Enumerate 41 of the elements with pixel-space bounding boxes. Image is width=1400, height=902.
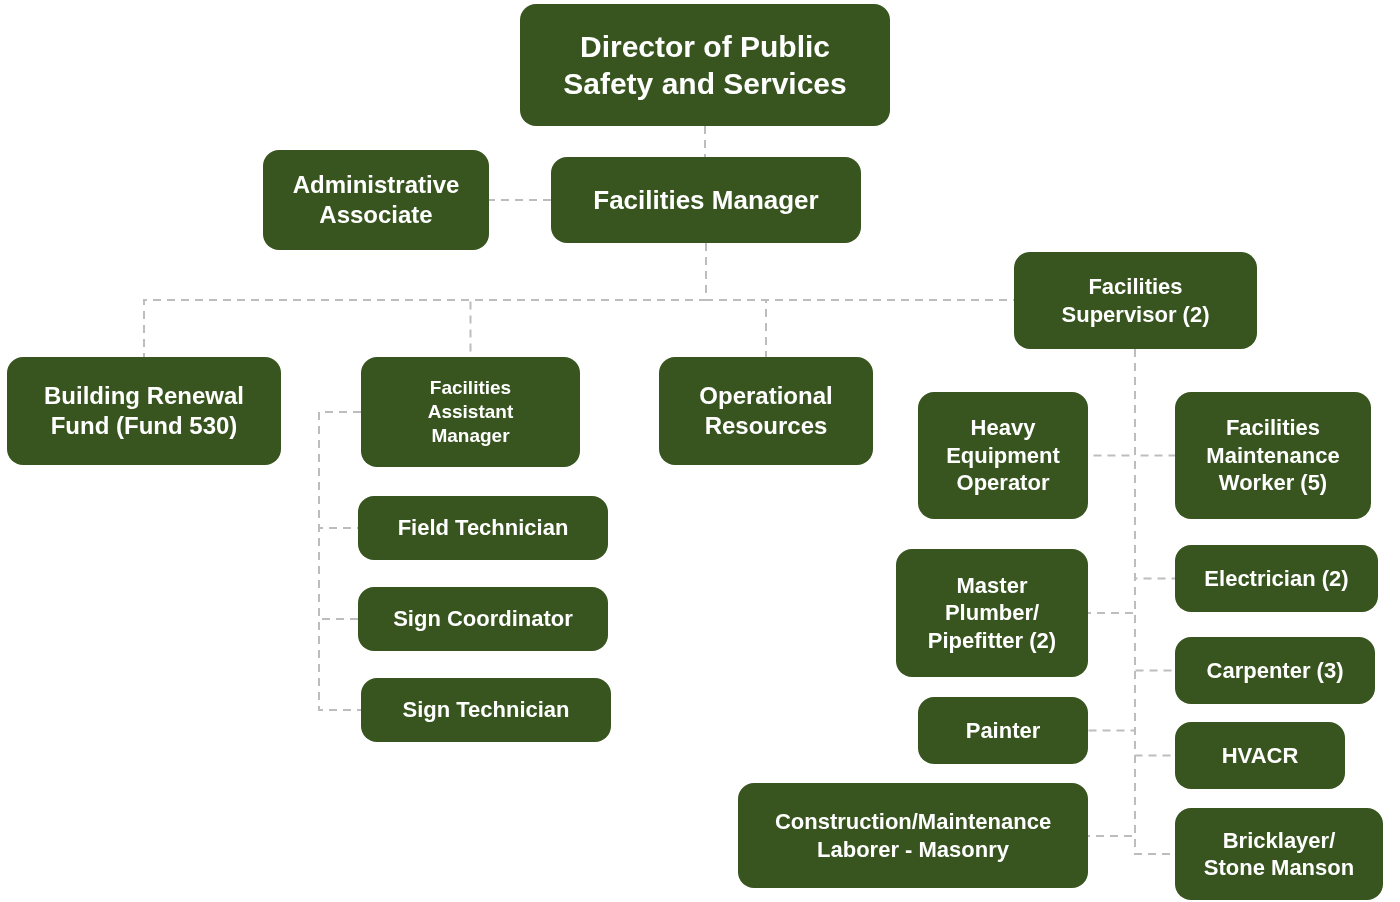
role-title: Facilities Manager (593, 183, 819, 217)
role-title: Master Plumber/ Pipefitter (2) (926, 571, 1058, 655)
role-box (918, 392, 1088, 519)
role-title: Building Renewal Fund (Fund 530) (43, 381, 245, 441)
role-title: Facilities Supervisor (2) (1060, 273, 1211, 328)
role-title: Field Technician (397, 514, 569, 542)
role-box (361, 357, 580, 467)
connector-line (488, 199, 552, 201)
role-box (358, 496, 608, 560)
role-box (896, 549, 1088, 677)
role-box (1175, 637, 1375, 704)
role-box (263, 150, 489, 250)
role-title: Sign Coordinator (393, 605, 573, 633)
role-title: Sign Technician (402, 696, 570, 724)
role-title: Facilities Assistant Manager (426, 376, 515, 448)
role-box (918, 697, 1088, 764)
connector-line (704, 125, 706, 158)
role-title: Bricklayer/ Stone Manson (1202, 826, 1356, 882)
role-box (659, 357, 873, 465)
role-title: Carpenter (3) (1206, 656, 1344, 685)
role-box (7, 357, 281, 465)
role-box (551, 157, 861, 243)
role-title: Electrician (2) (1204, 564, 1349, 593)
role-box (1175, 808, 1383, 900)
connector-line (318, 411, 362, 711)
role-box (361, 678, 611, 742)
role-box (1175, 722, 1345, 789)
role-title: Construction/Maintenance Laborer - Masonry (773, 808, 1053, 863)
role-box (1014, 252, 1257, 349)
role-title: Administrative Associate (291, 170, 461, 230)
role-box (1175, 392, 1371, 519)
role-box (738, 783, 1088, 888)
role-title: Director of Public Safety and Services (562, 28, 848, 102)
role-title: Painter (965, 716, 1041, 745)
role-box (1175, 545, 1378, 612)
role-title: HVACR (1221, 741, 1299, 770)
role-title: Heavy Equipment Operator (945, 414, 1061, 497)
role-box (358, 587, 608, 651)
role-title: Facilities Maintenance Worker (5) (1205, 414, 1341, 497)
role-box (520, 4, 890, 126)
role-title: Operational Resources (698, 381, 834, 441)
